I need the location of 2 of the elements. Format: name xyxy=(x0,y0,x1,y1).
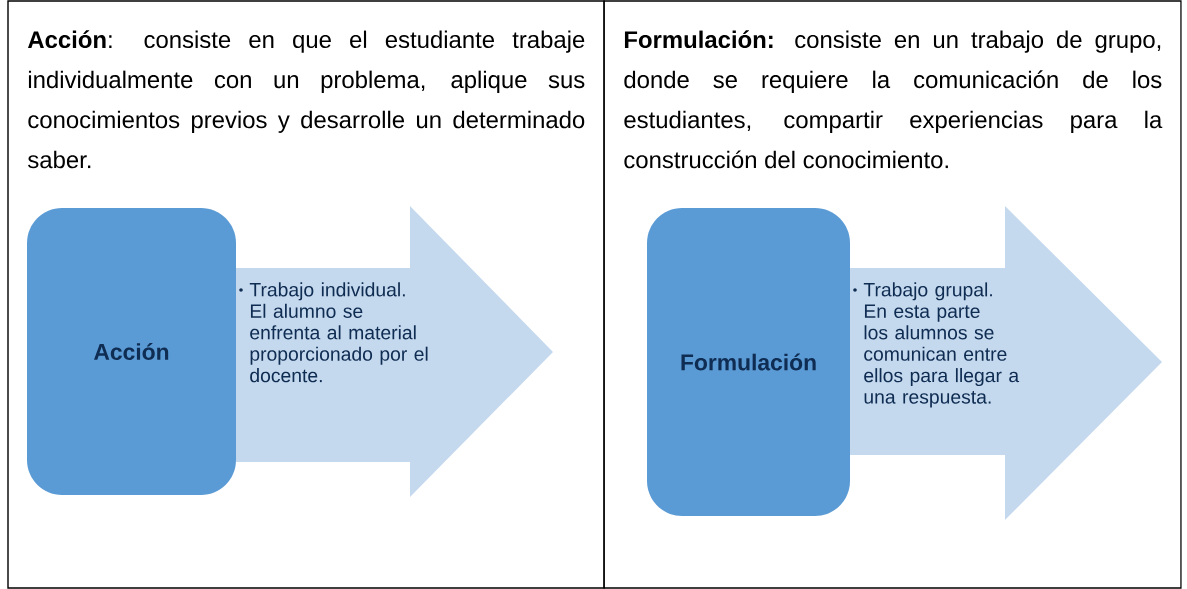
rounded-box: Acción xyxy=(27,208,236,495)
rounded-box: Formulación xyxy=(647,208,850,516)
